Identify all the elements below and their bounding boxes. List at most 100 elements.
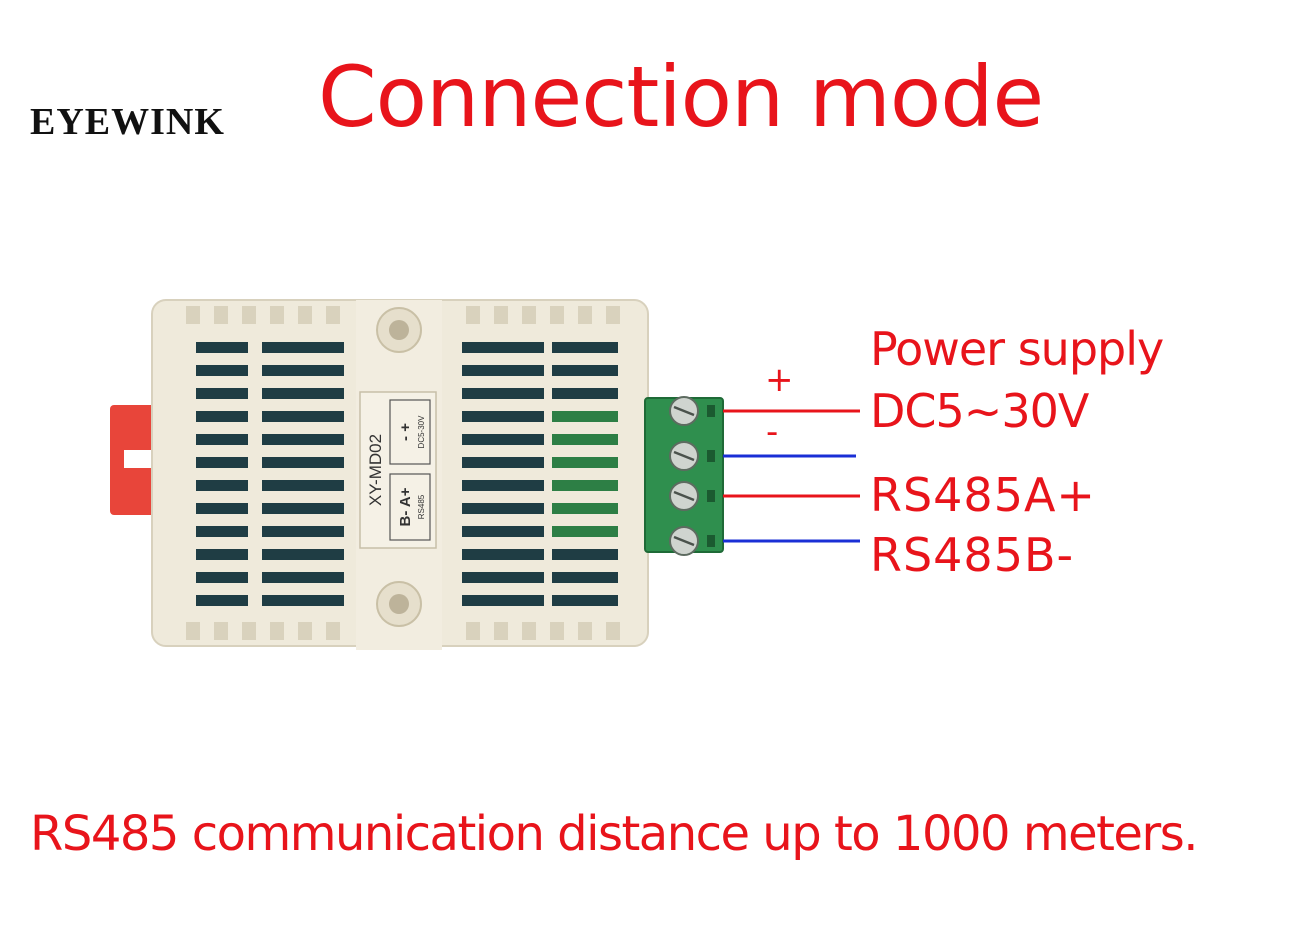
rs485b-label: RS485B- [870,528,1075,582]
mounting-clip-slot [124,450,156,468]
vent-slot [462,480,544,491]
edge-rib-top [186,306,200,324]
vent-slot [196,572,248,583]
vent-slot [552,503,618,514]
edge-rib-bottom [578,622,592,640]
terminal-ab-label: B- A+ [397,487,414,526]
edge-rib-top [550,306,564,324]
vent-slot [262,388,344,399]
vent-grille [196,342,618,606]
rs485-terminal-box [389,473,431,541]
vent-slot [552,434,618,445]
plus-sign: + [765,360,794,400]
edge-rib-top [242,306,256,324]
vent-slot [262,457,344,468]
terminal-screws [669,396,715,556]
vent-slot [552,595,618,606]
label-plate [359,391,437,549]
terminal-wire-entry [707,535,715,547]
vent-slot [462,595,544,606]
vent-slot [262,411,344,422]
vent-slot [552,388,618,399]
vent-slot [196,549,248,560]
terminal-screw-slot [673,535,695,547]
vent-slot [552,411,618,422]
edge-rib-bottom [494,622,508,640]
mounting-hole-bottom-center [389,594,409,614]
vent-slot [462,457,544,468]
terminal-wire-entry [707,490,715,502]
edge-rib-bottom [298,622,312,640]
edge-rib-bottom [466,622,480,640]
vent-slot [552,365,618,376]
vent-slot [552,526,618,537]
vent-slot [462,526,544,537]
terminal-screw-slot [673,490,695,502]
vent-slot [552,480,618,491]
edge-rib-bottom [186,622,200,640]
vent-slot [462,503,544,514]
power-terminal-box [389,399,431,465]
vent-slot [262,503,344,514]
vent-slot [196,411,248,422]
power-supply-label: Power supply [870,322,1164,376]
edge-rib-bottom [606,622,620,640]
vent-slot [462,572,544,583]
edge-rib-top [326,306,340,324]
edge-rib-top [522,306,536,324]
rs485a-label: RS485A+ [870,468,1096,522]
vent-slot [462,388,544,399]
vent-slot [262,572,344,583]
vent-slot [262,595,344,606]
dc-range-label: DC5~30V [870,384,1089,438]
edge-rib-top [270,306,284,324]
edge-rib-bottom [270,622,284,640]
terminal-screw-slot [673,405,695,417]
vent-slot [462,342,544,353]
vent-slot [196,365,248,376]
minus-sign: - [766,412,779,452]
vent-slot [262,365,344,376]
vent-slot [262,549,344,560]
edge-rib-bottom [522,622,536,640]
vent-slot [262,526,344,537]
brand-logo: EYEWINK [30,101,225,143]
terminal-wire-entry [707,450,715,462]
edge-rib-bottom [214,622,228,640]
vent-slot [262,434,344,445]
vent-slot [262,480,344,491]
vent-slot [462,434,544,445]
terminal-wire-entry [707,405,715,417]
vent-slot [196,434,248,445]
dc-small-label: DC5-30V [417,415,426,449]
housing-edge-ribs [186,306,620,640]
edge-rib-top [578,306,592,324]
edge-rib-top [606,306,620,324]
edge-rib-top [214,306,228,324]
vent-slot [462,365,544,376]
vent-slot [462,411,544,422]
vent-slot [552,572,618,583]
terminal-screw-slot [673,450,695,462]
model-label: XY-MD02 [366,434,385,506]
vent-slot [262,342,344,353]
vent-slot [196,595,248,606]
mounting-hole-top-center [389,320,409,340]
footer-note: RS485 communication distance up to 1000 … [30,806,1198,862]
page-title: Connection mode [318,48,1044,146]
rs485-small-label: RS485 [417,494,426,519]
terminal-power-label: - + [397,423,414,441]
edge-rib-bottom [550,622,564,640]
vent-slot [196,526,248,537]
edge-rib-top [298,306,312,324]
vent-slot [196,503,248,514]
vent-slot [552,342,618,353]
vent-slot [196,342,248,353]
edge-rib-bottom [326,622,340,640]
edge-rib-top [494,306,508,324]
vent-slot [462,549,544,560]
vent-slot [552,549,618,560]
vent-slot [196,388,248,399]
edge-rib-bottom [242,622,256,640]
